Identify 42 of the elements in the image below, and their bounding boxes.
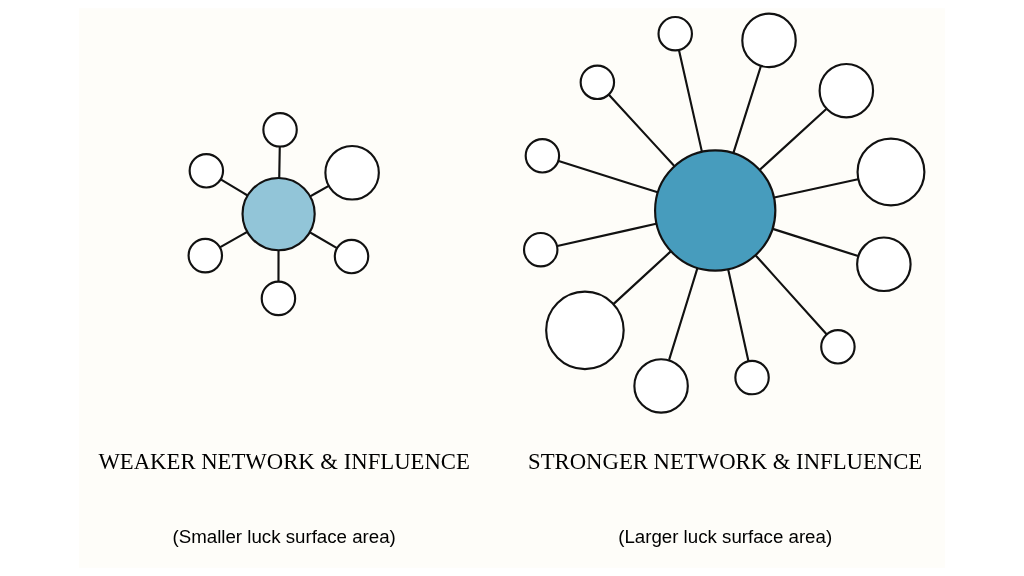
connector [727,269,750,362]
node-circle [818,62,875,119]
label: WEAKER NETWORK & INFLUENCE [98,448,470,474]
connector [732,65,762,154]
connector [558,159,658,194]
node-circle [522,231,559,268]
connector [774,178,859,199]
node-circle [654,149,777,272]
connector [278,146,281,178]
label: STRONGER NETWORK & INFLUENCE [528,448,923,474]
connector [220,178,249,197]
node-circle [260,280,297,317]
connector [759,108,828,171]
node-circle [856,236,912,293]
node-circle [734,359,770,396]
connector [277,250,280,282]
connector [219,231,248,249]
connector [772,227,859,258]
connector [309,184,330,198]
node-circle [545,290,625,371]
node-circle [187,237,224,274]
node-circle [741,12,797,69]
connector [608,94,676,167]
node-circle [579,64,616,101]
connector [557,222,657,247]
connector [754,254,828,335]
node-circle [856,137,926,207]
connector [612,250,672,305]
node-circle [241,176,316,252]
connector [677,50,703,152]
node-circle [657,15,693,52]
label: (Larger luck surface area) [618,526,833,548]
node-circle [324,144,380,201]
connector [668,268,699,361]
node-circle [820,329,856,365]
node-circle [188,153,225,189]
node-circle [262,112,298,148]
connector [309,231,338,249]
node-circle [633,358,689,414]
label: (Smaller luck surface area) [172,526,396,548]
node-circle [524,138,561,174]
node-circle [333,238,370,275]
